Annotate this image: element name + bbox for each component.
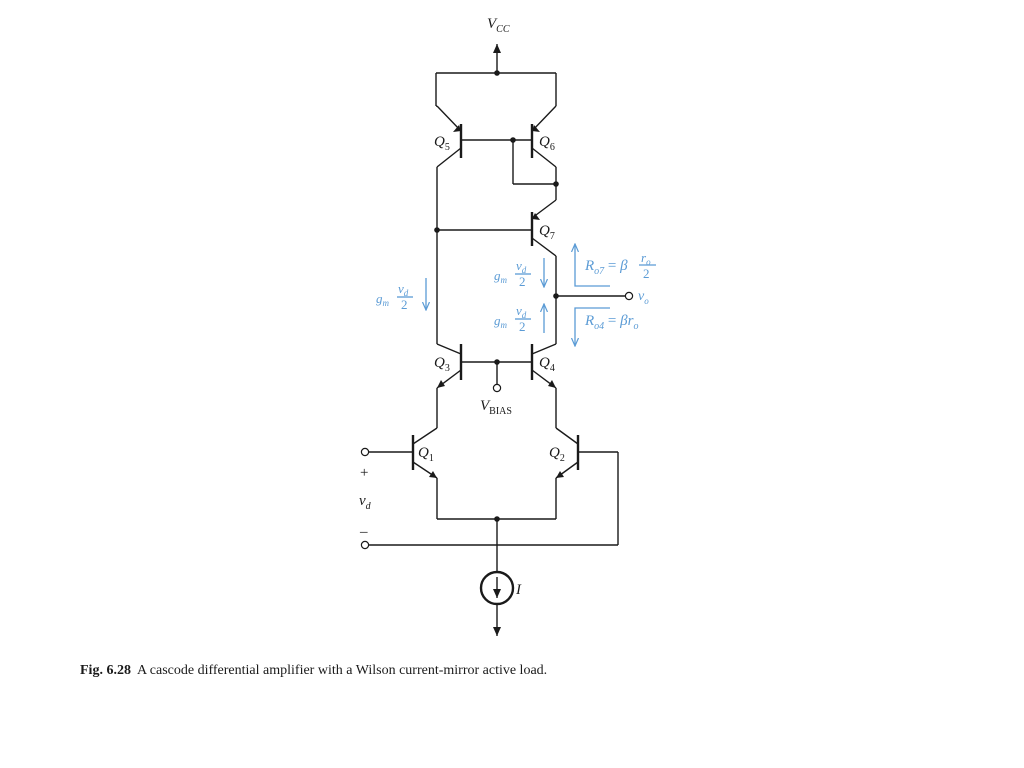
- q3-label: Q3: [434, 355, 450, 374]
- transistor-q4: Q4: [530, 343, 557, 389]
- q2-emitter-arrow: [556, 471, 564, 478]
- figure-caption: Fig. 6.28 A cascode differential amplifie…: [80, 663, 547, 679]
- svg-text:vd: vd: [516, 303, 527, 320]
- current-source-label: I: [515, 582, 522, 598]
- q1-emitter-arrow: [429, 471, 437, 478]
- svg-text:2: 2: [401, 297, 408, 312]
- input-label: vd: [359, 493, 372, 512]
- figure-caption-text: A cascode differential amplifier with a …: [136, 663, 548, 678]
- vbias-terminal: [492, 383, 502, 393]
- q4-emitter-arrow: [548, 380, 556, 388]
- svg-text:2: 2: [519, 274, 526, 289]
- transistor-q5: Q5: [434, 105, 513, 168]
- q7-label: Q7: [539, 223, 555, 242]
- vcc-junction: [494, 70, 500, 76]
- q5-emitter-arrow: [453, 125, 461, 132]
- figure-number: Fig. 6.28: [80, 663, 131, 678]
- transistor-q2: Q2: [549, 427, 619, 545]
- output-node: vo: [553, 289, 649, 306]
- svg-text:gm: gm: [494, 268, 508, 285]
- svg-text:vd: vd: [516, 258, 527, 275]
- vcc-label: VCC: [487, 16, 510, 35]
- input-minus-sign: –: [359, 524, 368, 540]
- q7-emitter-arrow: [532, 213, 540, 220]
- svg-text:2: 2: [519, 319, 526, 334]
- svg-text:Ro4 = βro: Ro4 = βro: [584, 313, 638, 332]
- vbias-label: VBIAS: [480, 398, 512, 417]
- transistor-q3: Q3: [434, 343, 532, 389]
- annotation-ro4: Ro4 = βro: [575, 307, 638, 346]
- annotation-current-left: gm vd 2: [376, 278, 426, 312]
- q6-label: Q6: [539, 134, 555, 153]
- q1-label: Q1: [418, 445, 434, 464]
- transistor-q7: Q7: [437, 199, 557, 257]
- output-terminal: [624, 291, 634, 301]
- annotation-ro7: Ro7 = β ro 2: [575, 244, 656, 287]
- q6-emitter-arrow: [532, 125, 540, 132]
- q4-label: Q4: [539, 355, 555, 374]
- svg-text:vd: vd: [398, 281, 409, 298]
- svg-text:Ro7 = β: Ro7 = β: [584, 258, 628, 277]
- annotation-current-q7: gm vd 2: [494, 258, 544, 289]
- input-terminals: + vd –: [359, 447, 618, 550]
- svg-text:gm: gm: [494, 313, 508, 330]
- input-plus-terminal: [360, 447, 370, 457]
- circuit-diagram: VCC Q5 Q6 Q7: [359, 16, 656, 636]
- q5-label: Q5: [434, 134, 450, 153]
- current-source: I: [479, 570, 522, 636]
- output-label: vo: [638, 289, 649, 306]
- svg-text:gm: gm: [376, 291, 390, 308]
- q3-emitter-arrow: [437, 380, 445, 388]
- vbias-node: VBIAS: [480, 359, 512, 417]
- transistor-q6: Q6: [513, 105, 557, 168]
- annotation-current-q4: gm vd 2: [494, 303, 544, 334]
- input-plus-sign: +: [360, 465, 368, 481]
- svg-text:ro: ro: [641, 250, 651, 267]
- vcc-supply: VCC: [436, 16, 556, 76]
- q2-label: Q2: [549, 445, 565, 464]
- transistor-q1: Q1: [369, 427, 438, 479]
- input-minus-terminal: [360, 540, 370, 550]
- svg-text:2: 2: [643, 266, 650, 281]
